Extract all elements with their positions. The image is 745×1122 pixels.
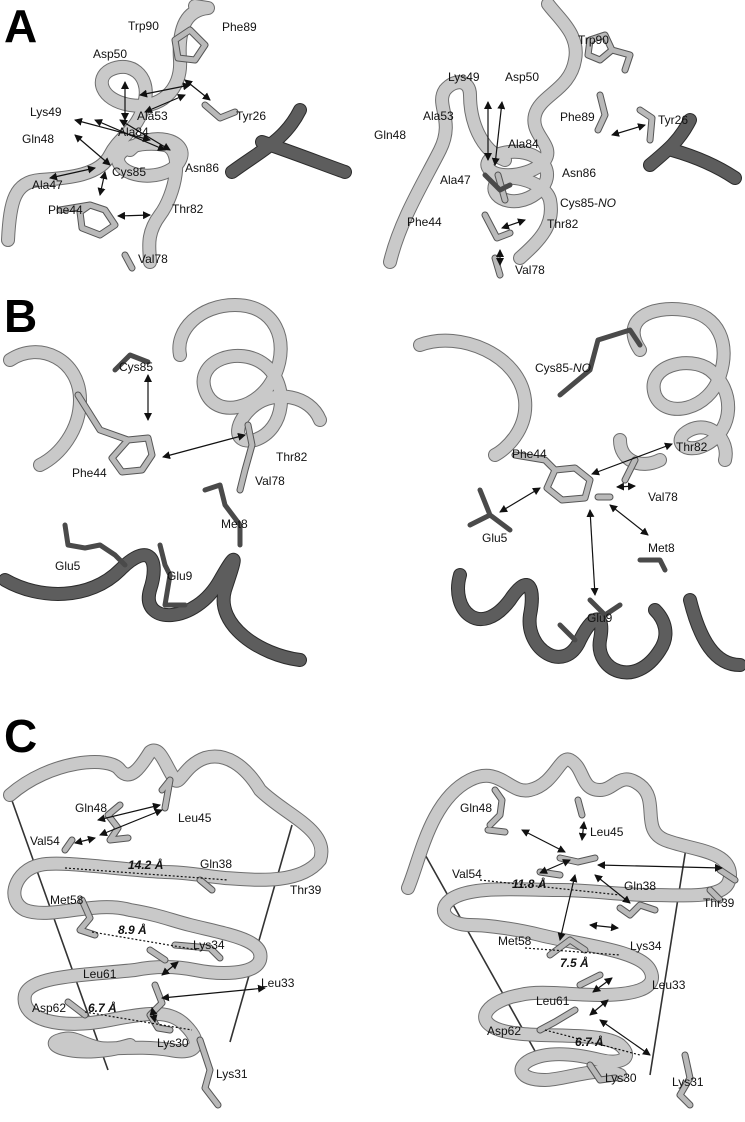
label-a-left-1: Phe89 — [222, 20, 257, 34]
label-b-right-2: Thr82 — [676, 440, 708, 454]
panel-c-right-labels: Gln48 Leu45 Val54 11.8 Å Gln38 Thr39 Met… — [452, 801, 735, 1089]
label-a-left-11: Thr82 — [172, 202, 204, 216]
label-b-left-0: Cys85 — [119, 360, 153, 374]
label-c-left-9: Asp62 — [32, 1001, 66, 1015]
label-a-right-6: Gln48 — [374, 128, 406, 142]
panel-a-left-structure — [1, 0, 352, 272]
label-c-right-4: Thr39 — [703, 896, 735, 910]
label-c-left-10: Lys30 — [157, 1036, 189, 1050]
panel-a-right-labels: Trp90 Lys49 Asp50 Ala53 Phe89 Tyr26 Gln4… — [374, 33, 688, 277]
label-c-right-8: Leu33 — [652, 978, 686, 992]
panel-letter-c: C — [4, 710, 37, 762]
panel-b-left-arrows — [144, 374, 246, 460]
panel-c: C Gln48 Leu45 Val54 14.2 Å Gln38 — [3, 710, 739, 1109]
label-b-left-4: Met8 — [221, 517, 248, 531]
label-a-right-4: Phe89 — [560, 110, 595, 124]
panel-a-right-arrows — [484, 101, 646, 266]
panel-letter-b: B — [4, 290, 37, 342]
label-c-left-5: Met58 — [50, 893, 84, 907]
label-a-left-9: Cys85 — [112, 165, 146, 179]
label-a-left-13: Val78 — [138, 252, 168, 266]
dist-c-left-1: 8.9 Å — [118, 923, 147, 937]
label-c-left-3: Gln38 — [200, 857, 232, 871]
label-c-left-6: Lys34 — [193, 938, 225, 952]
panel-c-left-structure — [3, 743, 329, 1109]
label-c-right-3: Gln38 — [624, 879, 656, 893]
label-a-left-6: Tyr26 — [236, 109, 266, 123]
label-b-right-1: Phe44 — [512, 447, 547, 461]
label-b-right-4: Glu5 — [482, 531, 508, 545]
label-c-left-7: Leu61 — [83, 967, 117, 981]
panel-a-left-arrows — [49, 79, 211, 220]
panel-letter-a: A — [4, 0, 37, 52]
label-a-right-7: Ala84 — [508, 137, 539, 151]
dist-c-left-0: 14.2 Å — [128, 858, 163, 872]
panel-c-left-arrows — [64, 802, 266, 1031]
panel-b-right-arrows — [499, 442, 673, 596]
label-a-left-3: Lys49 — [30, 105, 62, 119]
label-b-right-5: Met8 — [648, 541, 675, 555]
label-b-right-3: Val78 — [648, 490, 678, 504]
label-c-left-0: Gln48 — [75, 801, 107, 815]
dist-c-right-2: 6.7 Å — [575, 1035, 604, 1049]
label-a-left-4: Ala53 — [137, 109, 168, 123]
label-c-right-10: Lys30 — [605, 1071, 637, 1085]
label-b-left-3: Val78 — [255, 474, 285, 488]
label-b-right-6: Glu9 — [587, 611, 613, 625]
label-a-left-5: Ala84 — [118, 125, 149, 139]
label-a-left-12: Phe44 — [48, 203, 83, 217]
label-a-left-2: Asp50 — [93, 47, 127, 61]
label-c-left-2: Val54 — [30, 834, 60, 848]
label-b-left-2: Thr82 — [276, 450, 308, 464]
label-c-left-8: Leu33 — [261, 976, 295, 990]
label-a-right-5: Tyr26 — [658, 113, 688, 127]
label-c-right-1: Leu45 — [590, 825, 624, 839]
label-b-left-5: Glu5 — [55, 559, 81, 573]
dist-c-right-1: 7.5 Å — [560, 956, 589, 970]
label-a-left-8: Asn86 — [185, 161, 219, 175]
label-c-left-1: Leu45 — [178, 811, 212, 825]
label-a-right-9: Ala47 — [440, 173, 471, 187]
label-b-right-0: Cys85-NO — [535, 361, 591, 375]
panel-b: B Cys85 Phe44 Thr82 Val78 Met8 Glu5 Glu9 — [0, 290, 745, 680]
label-a-right-11: Phe44 — [407, 215, 442, 229]
dist-c-left-2: 6.7 Å — [88, 1001, 117, 1015]
label-c-right-9: Asp62 — [487, 1024, 521, 1038]
label-c-right-2: Val54 — [452, 867, 482, 881]
label-a-right-2: Asp50 — [505, 70, 539, 84]
panel-c-right-structure — [401, 752, 739, 1109]
panel-b-left-structure — [0, 298, 327, 667]
label-a-right-13: Val78 — [515, 263, 545, 277]
label-a-right-12: Thr82 — [547, 217, 579, 231]
label-c-left-4: Thr39 — [290, 883, 322, 897]
label-a-right-8: Asn86 — [562, 166, 596, 180]
label-a-right-0: Trp90 — [578, 33, 609, 47]
panel-a: A Trp90 Phe89 Asp50 Lys49 — [1, 0, 742, 279]
label-b-left-6: Glu9 — [167, 569, 193, 583]
panel-b-left-labels: Cys85 Phe44 Thr82 Val78 Met8 Glu5 Glu9 — [55, 360, 308, 583]
label-b-left-1: Phe44 — [72, 466, 107, 480]
label-a-right-3: Ala53 — [423, 109, 454, 123]
panel-c-left-labels: Gln48 Leu45 Val54 14.2 Å Gln38 Thr39 Met… — [30, 801, 322, 1081]
panel-b-right-labels: Cys85-NO Phe44 Thr82 Val78 Glu5 Met8 Glu… — [482, 361, 708, 625]
label-c-right-6: Lys34 — [630, 939, 662, 953]
panel-c-right-arrows — [479, 821, 723, 1056]
label-c-left-11: Lys31 — [216, 1067, 248, 1081]
dist-c-right-0: 11.8 Å — [512, 877, 546, 891]
label-c-right-5: Met58 — [498, 934, 532, 948]
panel-a-left-labels: Trp90 Phe89 Asp50 Lys49 Ala53 Ala84 Tyr2… — [22, 19, 266, 266]
panel-a-right-structure — [383, 0, 742, 279]
label-a-right-1: Lys49 — [448, 70, 480, 84]
label-c-right-11: Lys31 — [672, 1075, 704, 1089]
label-a-left-7: Gln48 — [22, 132, 54, 146]
label-c-right-0: Gln48 — [460, 801, 492, 815]
label-a-left-0: Trp90 — [128, 19, 159, 33]
label-c-right-7: Leu61 — [536, 994, 570, 1008]
label-a-right-10: Cys85-NO — [560, 196, 616, 210]
label-a-left-10: Ala47 — [32, 178, 63, 192]
